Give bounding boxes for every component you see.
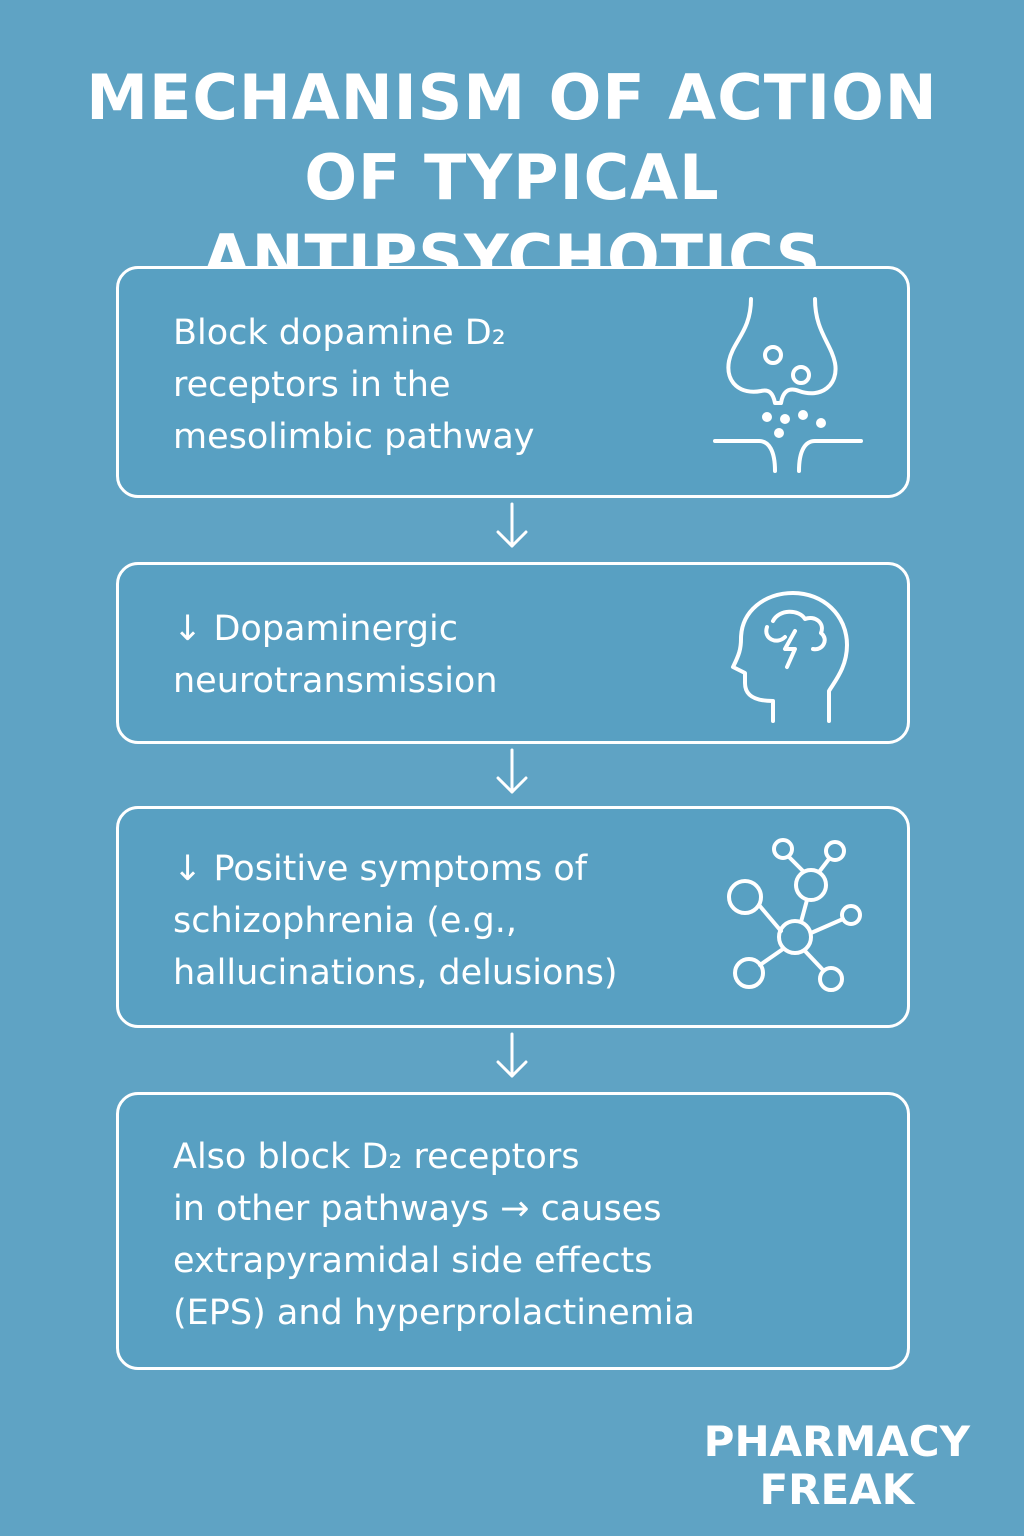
arrow-1 [496, 502, 528, 548]
brand-line-1: PHARMACY [703, 1417, 970, 1466]
step-box-3: ↓ Positive symptoms of schizophrenia (e.… [116, 806, 910, 1028]
brand-logo: PHARMACY FREAK [704, 1418, 970, 1514]
synapse-icon [713, 297, 863, 473]
step-1-text: Block dopamine D₂ receptors in the mesol… [173, 313, 535, 457]
arrow-3 [496, 1032, 528, 1078]
page-title: MECHANISM OF ACTION OF TYPICAL ANTIPSYCH… [0, 58, 1024, 298]
step-box-2: ↓ Dopaminergic neurotransmission [116, 562, 910, 744]
network-icon [727, 838, 862, 992]
step-box-4: Also block D₂ receptors in other pathway… [116, 1092, 910, 1370]
step-4-text: Also block D₂ receptors in other pathway… [173, 1137, 695, 1333]
step-3-text: ↓ Positive symptoms of schizophrenia (e.… [173, 849, 618, 993]
arrow-2 [496, 748, 528, 794]
brand-line-2: FREAK [759, 1465, 915, 1514]
brain-head-icon [731, 591, 849, 723]
step-box-1: Block dopamine D₂ receptors in the mesol… [116, 266, 910, 498]
title-line-1: MECHANISM OF ACTION [86, 61, 938, 134]
step-2-text: ↓ Dopaminergic neurotransmission [173, 609, 498, 701]
